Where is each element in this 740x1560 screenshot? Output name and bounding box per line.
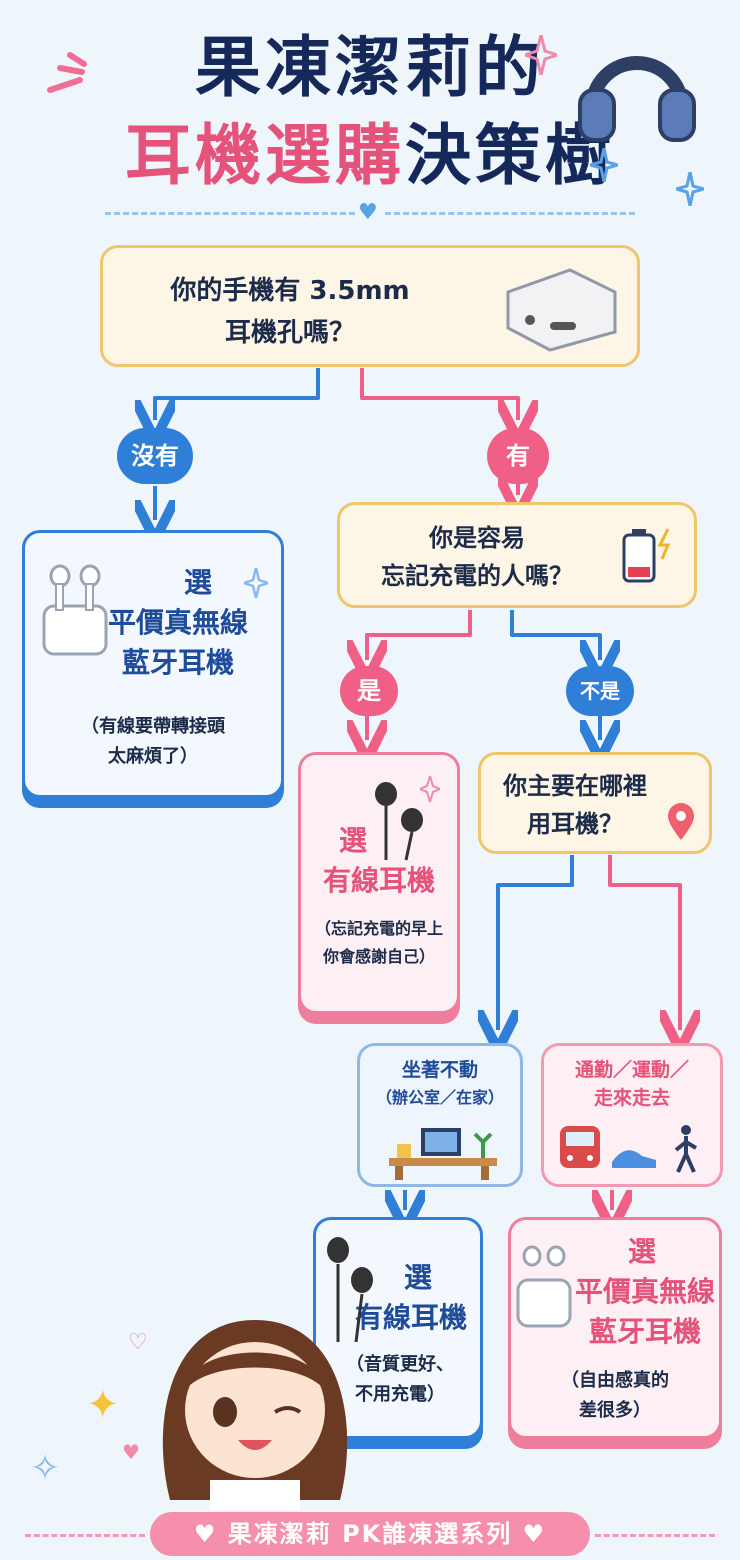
select-label: 選: [339, 824, 368, 857]
location-pin-icon: [668, 803, 694, 840]
title-line-1: 果凍潔莉的: [195, 29, 545, 106]
sparkle-icon: ✧: [30, 1448, 61, 1489]
sparkle-lines-icon: [47, 52, 87, 93]
note-line1: （有線要帶轉接頭: [81, 716, 225, 737]
divider: [105, 212, 355, 215]
select-label: 選: [627, 1235, 656, 1268]
heart-icon: ♥: [358, 200, 378, 225]
title-pink: 耳機選購: [125, 117, 405, 194]
q3-line2: 用耳機？: [527, 810, 623, 838]
option-line2: （辦公室／在家）: [375, 1088, 504, 1107]
phone-port-icon: [506, 268, 617, 352]
note-line1: （自由感真的: [561, 1370, 669, 1391]
sparkle-icon: [244, 568, 268, 598]
title-line-2: 耳機選購決策樹: [0, 116, 740, 196]
option-line1: 通勤／運動／: [574, 1059, 689, 1081]
divider: [385, 212, 635, 215]
desk-laptop-icon: [389, 1128, 497, 1180]
result-line2: 藍牙耳機: [121, 646, 234, 679]
chibi-girl-illustration: [162, 1320, 348, 1510]
note-line2: 差很多）: [579, 1400, 651, 1421]
result-line2: 藍牙耳機: [588, 1315, 701, 1348]
question-where: 你主要在哪裡 用耳機？: [478, 752, 712, 854]
star-icon: ✦: [86, 1382, 120, 1428]
note-line1: （音質更好、: [346, 1354, 454, 1375]
result-line1: 有線耳機: [322, 864, 435, 897]
footer-banner: ♥ 果凍潔莉 PK誰凍選系列 ♥: [150, 1512, 590, 1556]
result-line1: 平價真無線: [107, 606, 248, 639]
earbuds-case-icon: [516, 1245, 572, 1328]
note-line2: 不用充電）: [355, 1384, 445, 1405]
footer-text: 果凍潔莉 PK誰凍選系列: [227, 1520, 513, 1548]
earbuds-case-icon: [42, 564, 108, 656]
heart-icon: ♥: [122, 1440, 140, 1464]
branch-yes: 有: [487, 428, 549, 484]
q2-line2: 忘記充電的人嗎？: [381, 562, 573, 590]
sparkle-icon: [676, 172, 704, 206]
branch-is: 是: [340, 666, 398, 716]
question-forget-charge: 你是容易 忘記充電的人嗎？: [337, 502, 697, 608]
low-battery-icon: [622, 528, 671, 583]
note-line1: （忘記充電的早上: [314, 919, 443, 938]
commute-icons: [560, 1125, 698, 1173]
result-line1: 平價真無線: [574, 1275, 715, 1308]
sparkle-icon: [525, 35, 557, 75]
wired-earphones-icon: [375, 782, 423, 861]
divider: [25, 1534, 145, 1537]
select-label: 選: [403, 1261, 432, 1294]
result-line1: 有線耳機: [354, 1301, 467, 1334]
title-navy: 決策樹: [405, 117, 615, 194]
q3-line1: 你主要在哪裡: [503, 772, 647, 800]
branch-not: 不是: [566, 666, 634, 716]
q2-line1: 你是容易: [429, 524, 525, 552]
option-line2: 走來走去: [593, 1087, 670, 1109]
sparkle-icon: [590, 148, 618, 182]
divider: [595, 1534, 715, 1537]
wired-earphones-icon: [327, 1237, 373, 1343]
q1-line1: 你的手機有 3.5mm: [170, 276, 410, 306]
select-label: 選: [183, 566, 212, 599]
note-line2: 你會感謝自己）: [322, 947, 435, 966]
headphones-icon: [578, 56, 696, 142]
branch-no: 沒有: [117, 428, 193, 484]
q1-line2: 耳機孔嗎？: [224, 318, 355, 348]
heart-icon: ♡: [128, 1330, 148, 1355]
sparkle-icon: [420, 776, 440, 802]
note-line2: 太麻煩了）: [108, 746, 198, 767]
option-line1: 坐著不動: [401, 1059, 478, 1081]
result-wireless-bottom: 選 平價真無線 藍牙耳機 （自由感真的 差很多）: [508, 1217, 722, 1439]
